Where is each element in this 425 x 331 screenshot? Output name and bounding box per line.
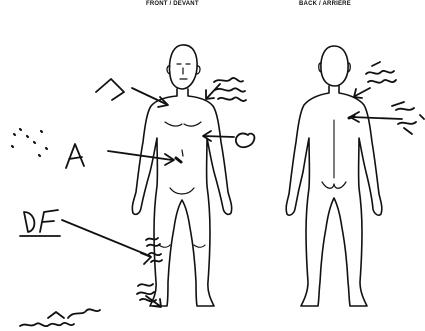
back-body-figure [286,46,382,306]
handwritten-f-mark [40,210,58,232]
annotation-arrow-back [351,117,402,119]
stray-marks [12,129,47,156]
handwritten-scribble-back-shoulder [366,62,396,83]
handwritten-a-mark [66,144,84,168]
handwritten-s-mark [96,79,124,100]
annotation-arrow-chest [204,136,234,137]
handwritten-bottom-note [20,312,74,326]
front-body-figure [132,45,231,306]
handwritten-d-mark [24,212,34,232]
handwritten-c-mark [236,133,255,147]
handwritten-scribble-shoulder [214,78,246,101]
annotation-arrow-leg [62,220,150,256]
annotation-arrow-shoulder [132,88,166,104]
handwritten-annotations [12,62,424,326]
